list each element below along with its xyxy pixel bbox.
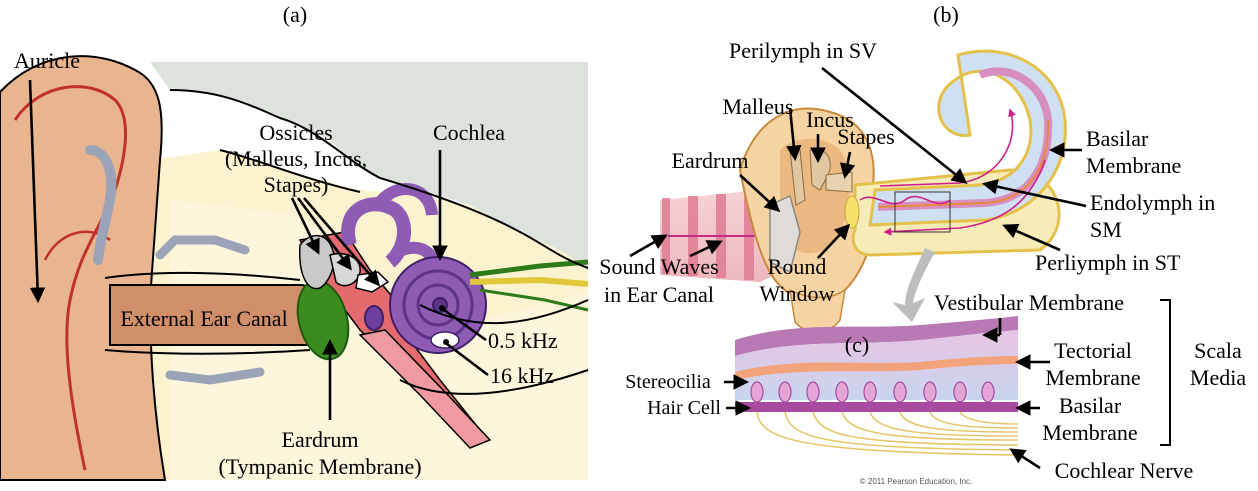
- freq-high-marker: [443, 339, 449, 345]
- tectorial-label-line1: Tectorial: [1054, 338, 1132, 363]
- perilymph-sv-label: Perilymph in SV: [729, 38, 877, 63]
- stapes-label: Stapes: [837, 124, 894, 149]
- freq-low-marker: [439, 305, 445, 311]
- eardrum-b-label: Eardrum: [672, 148, 749, 173]
- ossicles-label-line1: Ossicles: [259, 120, 332, 145]
- ear-canal-label: External Ear Canal: [120, 306, 287, 331]
- round-window-shape: [845, 196, 859, 228]
- basilar-b-label-line1: Basilar: [1086, 126, 1149, 151]
- panel-c-caption: (c): [845, 332, 869, 357]
- sound-waves-arrow-1: [630, 236, 665, 256]
- hair-cells: [751, 382, 994, 402]
- panel-a-ear-cross-section: (a) Auricle Ossicles (Malleus, Incus, St…: [0, 2, 588, 480]
- endolymph-label-line2: SM: [1090, 217, 1122, 242]
- cochlear-nerve-label: Cochlear Nerve: [1055, 458, 1194, 483]
- basilar-membrane-band: [735, 402, 1018, 412]
- auricle-label: Auricle: [14, 48, 80, 73]
- eardrum-label-line2: (Tympanic Membrane): [218, 454, 421, 479]
- round-window-label-line2: Window: [760, 281, 835, 306]
- cochlear-nerve-arrow: [1012, 450, 1040, 468]
- panel-b-caption: (b): [933, 2, 959, 27]
- panel-a-caption: (a): [283, 2, 307, 27]
- panel-c-scala-media: (c) Vestibular Membrane Tectorial Membra…: [625, 290, 1246, 486]
- sound-waves-label-line1: Sound Waves: [599, 254, 718, 279]
- perilymph-st-label: Perliymph in ST: [1035, 250, 1181, 275]
- panel-b-middle-ear-cochlea: (b) Perilymph in SV Malleus Incus Stapes…: [599, 2, 1215, 332]
- stereocilia-label: Stereocilia: [625, 371, 711, 393]
- scala-label-line2: Media: [1190, 365, 1246, 390]
- auricle-shape: [0, 56, 165, 480]
- eardrum-label-line1: Eardrum: [282, 427, 359, 452]
- ossicles-label-line2: (Malleus, Incus,: [225, 146, 367, 171]
- sound-waves-label-line2: in Ear Canal: [604, 282, 714, 307]
- vestibular-label: Vestibular Membrane: [934, 290, 1124, 315]
- nerve-fibres: [757, 412, 1018, 455]
- scala-media-bracket: [1160, 300, 1170, 445]
- copyright-credit: © 2011 Pearson Education, Inc.: [860, 477, 972, 486]
- basilar-b-label-line2: Membrane: [1086, 153, 1181, 178]
- freq-high-label: 16 kHz: [490, 363, 554, 388]
- round-window-label-line1: Round: [768, 254, 827, 279]
- zoom-arrow: [892, 248, 935, 322]
- stapes-shape: [826, 172, 852, 192]
- cochlea-label: Cochlea: [433, 120, 505, 145]
- tectorial-label-line2: Membrane: [1045, 365, 1140, 390]
- basilar-c-label-line1: Basilar: [1059, 393, 1122, 418]
- endolymph-label-line1: Endolymph in: [1090, 190, 1215, 215]
- basilar-c-label-line2: Membrane: [1042, 420, 1137, 445]
- hair-cell-label: Hair Cell: [647, 397, 721, 419]
- ossicles-label-line3: Stapes): [264, 172, 329, 197]
- malleus-label: Malleus: [723, 94, 794, 119]
- scala-label-line1: Scala: [1194, 338, 1242, 363]
- freq-low-label: 0.5 kHz: [488, 328, 558, 353]
